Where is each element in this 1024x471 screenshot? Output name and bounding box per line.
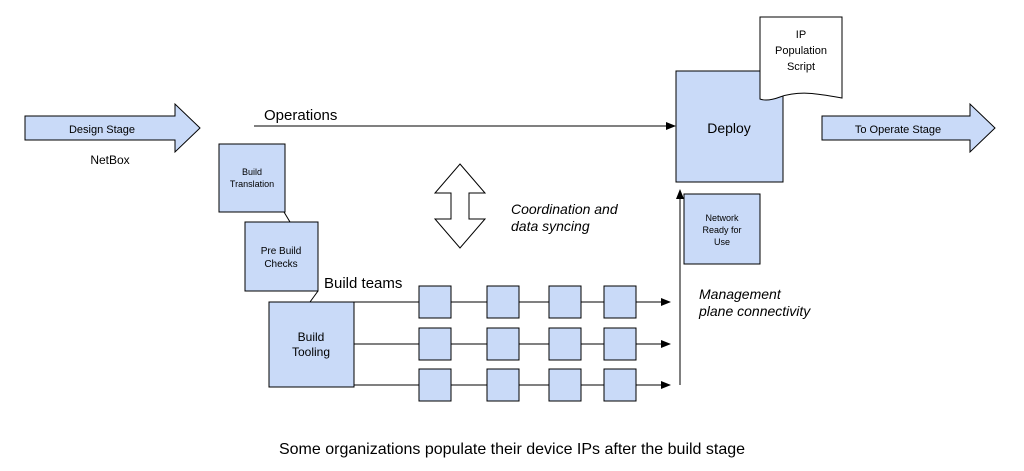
network-ready-label-line: Use <box>714 237 730 247</box>
build-tooling-label-line: Build <box>298 330 325 344</box>
pipeline-stage-box <box>418 285 452 319</box>
pipeline-stage-box <box>486 368 520 402</box>
management-label-line: plane connectivity <box>698 303 811 319</box>
pipeline-stage-box <box>548 285 582 319</box>
connector-line <box>283 211 291 223</box>
pipeline-stage-boxes <box>418 285 637 402</box>
design-stage-label: Design Stage <box>69 124 135 136</box>
operations-label: Operations <box>264 107 337 124</box>
operate-stage-arrow: To Operate Stage <box>821 102 996 154</box>
pipeline-stage-box <box>548 327 582 361</box>
management-label-line: Management <box>699 286 782 302</box>
pipeline-stage-box <box>486 327 520 361</box>
build-translation-box: Build Translation <box>218 143 286 213</box>
pipeline-stage-box <box>603 368 637 402</box>
script-label-line: IP <box>796 29 806 41</box>
network-ready-box: Network Ready for Use <box>683 193 761 265</box>
connector-line <box>309 290 319 303</box>
pre-build-checks-box: Pre Build Checks <box>244 221 319 292</box>
script-label-line: Population <box>775 45 827 57</box>
pre-build-checks-label-line: Checks <box>264 259 297 270</box>
design-stage-arrow: Design Stage <box>24 102 201 154</box>
build-translation-label-line: Translation <box>230 179 274 189</box>
caption: Some organizations populate their device… <box>279 441 745 458</box>
pipeline-stage-box <box>418 368 452 402</box>
build-translation-label-line: Build <box>242 167 262 177</box>
operate-stage-label: To Operate Stage <box>855 124 941 136</box>
build-teams-label: Build teams <box>324 275 402 292</box>
ip-population-script-document: IP Population Script <box>759 16 843 101</box>
pipeline-stage-box <box>418 327 452 361</box>
network-ready-label-line: Network <box>705 213 739 223</box>
coordination-label-line: data syncing <box>511 218 590 234</box>
build-tooling-box: Build Tooling <box>268 301 355 388</box>
script-label-line: Script <box>787 61 815 73</box>
coordination-double-arrow <box>433 163 487 249</box>
network-ready-label-line: Ready for <box>702 225 741 235</box>
deploy-label: Deploy <box>707 120 751 136</box>
pipeline-stage-box <box>548 368 582 402</box>
pipeline-stage-box <box>603 285 637 319</box>
pipeline-stage-box <box>486 285 520 319</box>
build-tooling-label-line: Tooling <box>292 345 330 359</box>
pipeline-stage-box <box>603 327 637 361</box>
pre-build-checks-label-line: Pre Build <box>261 246 302 257</box>
coordination-label-line: Coordination and <box>511 201 619 217</box>
netbox-label: NetBox <box>90 153 129 167</box>
